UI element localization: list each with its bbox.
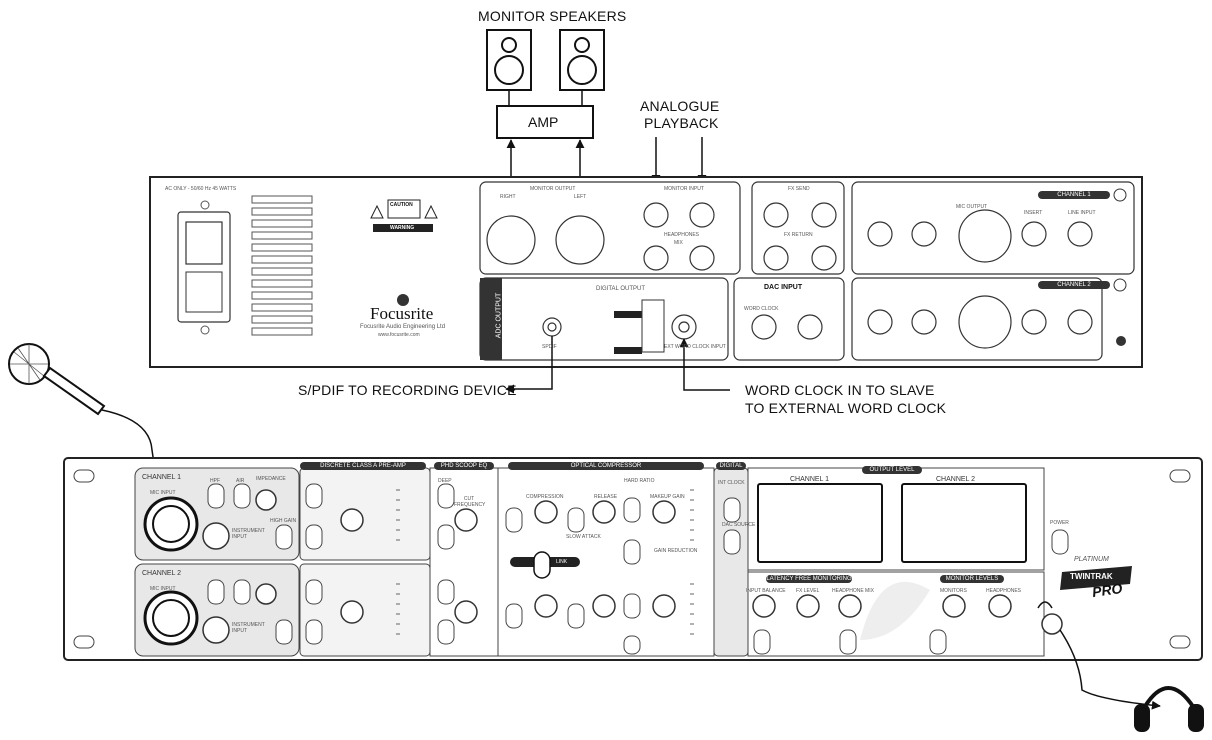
speaker-left-icon xyxy=(487,30,531,90)
fx-send-label: FX SEND xyxy=(788,186,810,192)
int-clock-label: INT CLOCK xyxy=(718,480,745,486)
front-channel-2-label: CHANNEL 2 xyxy=(142,570,181,577)
input-balance-label: INPUT BALANCE xyxy=(746,588,786,594)
rear-right-label: RIGHT xyxy=(500,194,516,200)
speaker-right-icon xyxy=(560,30,604,90)
adc-output-label: ADC OUTPUT xyxy=(495,293,502,339)
rear-mix-label: MIX xyxy=(674,240,683,246)
microphone-icon xyxy=(9,344,104,414)
makeup-gain-label: MAKEUP GAIN xyxy=(650,494,685,500)
preamp-header: DISCRETE CLASS A PRE-AMP xyxy=(300,462,426,470)
caution-label: CAUTION xyxy=(390,202,413,208)
headphone-mix-label: HEADPHONE MIX xyxy=(832,588,874,594)
digital-header: DIGITAL xyxy=(716,462,746,470)
slow-attack-label: SLOW ATTACK xyxy=(566,534,601,540)
warning-label: WARNING xyxy=(390,225,414,231)
comp-header: OPTICAL COMPRESSOR xyxy=(508,462,704,470)
display-channel-1-label: CHANNEL 1 xyxy=(790,476,829,483)
monitor-input-label: MONITOR INPUT xyxy=(664,186,704,192)
rear-left-label: LEFT xyxy=(574,194,586,200)
deep-label: DEEP xyxy=(438,478,452,484)
output-level-header: OUTPUT LEVEL xyxy=(862,466,922,474)
spdif-jack-label: SPDIF xyxy=(542,344,557,350)
monitor-levels-header: MONITOR LEVELS xyxy=(940,575,1004,583)
front-channel-1-label: CHANNEL 1 xyxy=(142,474,181,481)
eq-header: PHD SCOOP EQ xyxy=(434,462,494,470)
analogue-playback-line1: ANALOGUE xyxy=(640,98,719,114)
gain-reduction-label: GAIN REDUCTION xyxy=(654,548,697,554)
digital-output-label: DIGITAL OUTPUT xyxy=(596,286,645,292)
headphones-icon xyxy=(1134,688,1204,732)
instrument-input-2-label: INSTRUMENT INPUT xyxy=(232,622,272,634)
release-label: RELEASE xyxy=(594,494,617,500)
twintrak-label: TWINTRAK xyxy=(1070,572,1113,581)
analogue-playback-line2: PLAYBACK xyxy=(644,115,719,131)
mic-input-2-label: MIC INPUT xyxy=(150,586,176,592)
ext-word-clock-label: EXT WORD CLOCK INPUT xyxy=(664,344,726,350)
dac-source-label: DAC SOURCE xyxy=(722,522,755,528)
company-website: www.focusrite.com xyxy=(378,332,420,338)
high-gain-label: HIGH GAIN xyxy=(270,518,296,524)
word-clock-label: WORD CLOCK xyxy=(744,306,778,312)
insert-label: INSERT xyxy=(1024,210,1042,216)
headphones-front-label: HEADPHONES xyxy=(986,588,1021,594)
headphones-rear-label: HEADPHONES xyxy=(664,232,699,238)
channel-1-rear-header: CHANNEL 1 xyxy=(1038,191,1110,199)
display-channel-2-label: CHANNEL 2 xyxy=(936,476,975,483)
amp-label: AMP xyxy=(528,114,558,130)
channel-2-rear-header: CHANNEL 2 xyxy=(1038,281,1110,289)
power-label: POWER xyxy=(1050,520,1069,526)
latency-free-header: LATENCY FREE MONITORING xyxy=(766,575,852,583)
label-word-clock-1: WORD CLOCK IN TO SLAVE xyxy=(745,382,935,398)
air-label: AIR xyxy=(236,478,244,484)
brand-logo: Focusrite xyxy=(370,304,433,324)
platinum-label: PLATINUM xyxy=(1074,556,1109,563)
label-spdif: S/PDIF TO RECORDING DEVICE xyxy=(298,382,517,398)
cut-frequency-label: CUT FREQUENCY xyxy=(454,496,484,508)
ac-text: AC ONLY - 50/60 Hz 45 WATTS xyxy=(165,186,236,192)
compression-label: COMPRESSION xyxy=(526,494,564,500)
impedance-label: IMPEDANCE xyxy=(256,476,286,482)
mic-output-label: MIC OUTPUT xyxy=(956,204,987,210)
label-word-clock-2: TO EXTERNAL WORD CLOCK xyxy=(745,400,946,416)
link-label: LINK xyxy=(556,559,567,565)
hpf-label: HPF xyxy=(210,478,220,484)
company-name: Focusrite Audio Engineering Ltd xyxy=(360,324,445,330)
line-input-label: LINE INPUT xyxy=(1068,210,1096,216)
mic-input-1-label: MIC INPUT xyxy=(150,490,176,496)
monitors-label: MONITORS xyxy=(940,588,967,594)
dac-input-label: DAC INPUT xyxy=(764,284,802,291)
monitor-output-label: MONITOR OUTPUT xyxy=(530,186,575,192)
fx-level-label: FX LEVEL xyxy=(796,588,819,594)
instrument-input-1-label: INSTRUMENT INPUT xyxy=(232,528,272,540)
hard-ratio-label: HARD RATIO xyxy=(624,478,654,484)
fx-return-label: FX RETURN xyxy=(784,232,813,238)
